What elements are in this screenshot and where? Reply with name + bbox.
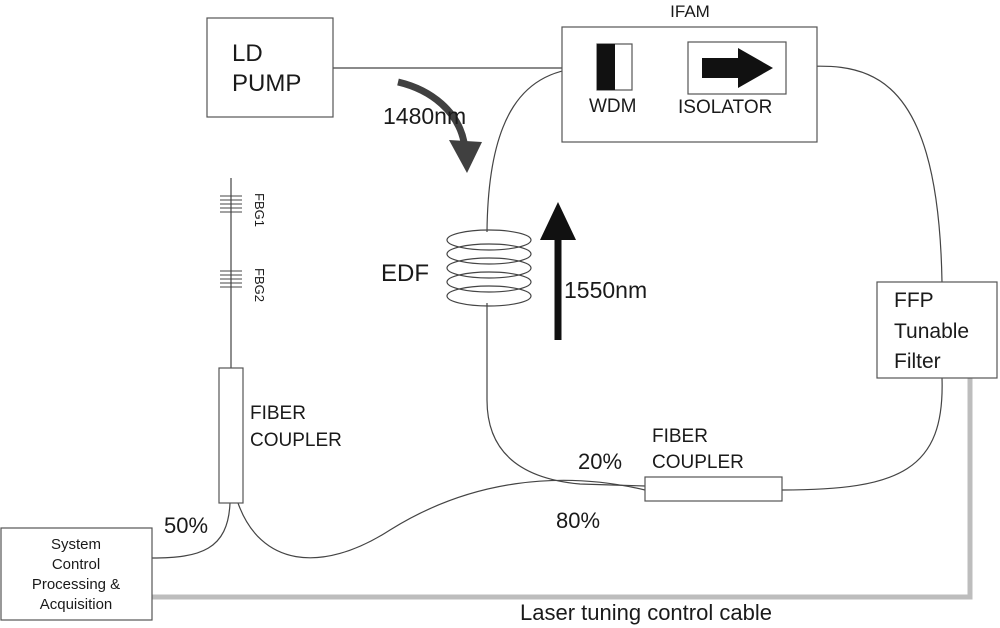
control-cable-label: Laser tuning control cable (520, 600, 772, 625)
ffp-label-line3: Filter (894, 350, 941, 373)
system-control-box (0, 527, 153, 621)
isolator-label: ISOLATOR (678, 97, 772, 118)
fbg2-grating (220, 270, 242, 288)
split-50-label: 50% (164, 513, 208, 538)
signal-arrowhead-icon (540, 202, 576, 240)
system-label-line2: Control (52, 556, 100, 573)
edf-coil (446, 229, 532, 307)
fiber-coupler-right-label-line1: FIBER (652, 426, 708, 447)
fiber-coupler-50-to-system (151, 502, 231, 559)
fbg2-label: FBG2 (252, 268, 267, 302)
isolator-arrow-icon (702, 48, 773, 88)
split-20-label: 20% (578, 449, 622, 474)
ifam-label: IFAM (670, 2, 710, 21)
ld-pump-label-line1: LD (232, 40, 263, 67)
fbg1-grating (220, 195, 242, 213)
fiber-edf-to-coupler (486, 303, 646, 487)
control-cable (152, 365, 973, 600)
split-80-label: 80% (556, 508, 600, 533)
pump-wavelength-label: 1480nm (383, 103, 466, 129)
pump-arrowhead-icon (449, 140, 482, 173)
ffp-label-line1: FFP (894, 289, 934, 312)
fiber-coupler-80-to-left-coupler (237, 479, 646, 559)
system-label-line1: System (51, 536, 101, 553)
fiber-coupler-right-box (644, 476, 783, 502)
signal-wavelength-label: 1550nm (564, 277, 647, 303)
ffp-label-line2: Tunable (894, 320, 969, 343)
ld-pump-label-line2: PUMP (232, 70, 301, 97)
system-label-line4: Acquisition (40, 596, 113, 613)
edf-label: EDF (381, 260, 429, 287)
fiber-coupler-left-box (218, 367, 244, 504)
pump-curve-arrow-icon (397, 78, 468, 143)
fiber-coupler-right-label-line2: COUPLER (652, 452, 744, 473)
fiber-coupler-left-label-line2: COUPLER (250, 430, 342, 451)
fbg1-label: FBG1 (252, 193, 267, 227)
ld-pump-box (206, 17, 334, 118)
system-label-line3: Processing & (32, 576, 120, 593)
wdm-dark-half (597, 44, 615, 90)
fiber-coupler-left-label-line1: FIBER (250, 403, 306, 424)
ffp-filter-box (876, 281, 998, 379)
wdm-label: WDM (589, 96, 636, 117)
fiber-filter-to-coupler (781, 377, 943, 491)
